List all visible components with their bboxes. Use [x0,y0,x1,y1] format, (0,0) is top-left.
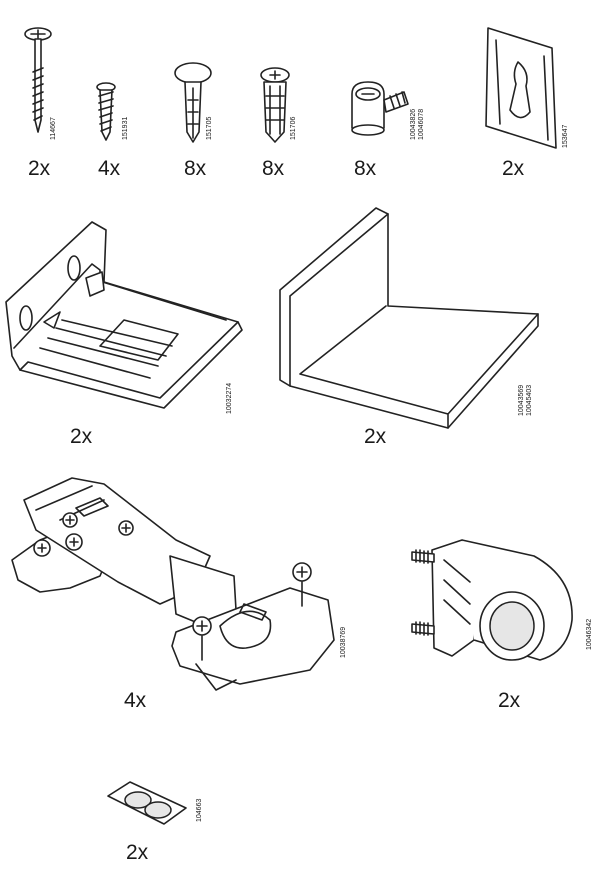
bumper-pads-icon [107,781,187,825]
article-number: 151706 [290,116,297,140]
article-number: 153647 [562,124,569,148]
quantity-label: 2x [364,425,387,448]
rail-holder-icon [411,539,573,661]
cam-lock-icon [351,81,409,136]
article-number: 10038769 [340,626,347,658]
quantity-label: 2x [28,157,51,180]
quantity-label: 4x [124,689,147,712]
quantity-label: 2x [498,689,521,712]
article-number: 151931 [122,116,129,140]
hinge-icon [11,477,335,691]
quantity-label: 8x [262,157,285,180]
quantity-label: 2x [126,841,149,864]
article-number: 10046342 [586,618,593,650]
article-number: 10032274 [226,382,233,414]
expanding-plug-icon [260,67,290,143]
short-screw-icon [96,82,116,141]
round-plug-icon [174,62,212,143]
quantity-label: 8x [354,157,377,180]
quantity-label: 8x [184,157,207,180]
article-number: 104663 [196,798,203,822]
quantity-label: 4x [98,157,121,180]
quantity-label: 2x [70,425,93,448]
article-number: 114667 [50,117,57,140]
article-number: 151705 [206,116,213,140]
quantity-label: 2x [502,157,525,180]
hanging-plate-icon [485,27,557,149]
long-screw-icon [24,27,52,133]
corner-bracket-icon [5,221,243,409]
l-shelf-icon [279,207,539,429]
